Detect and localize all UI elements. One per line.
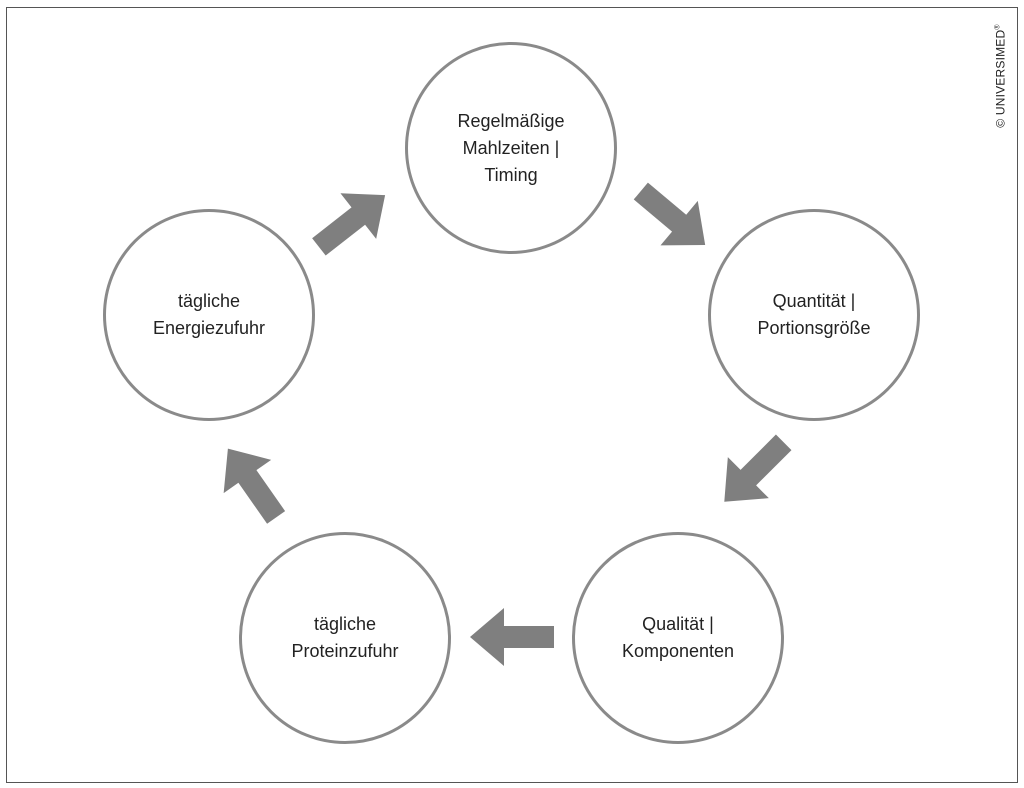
node-protein: tägliche Proteinzufuhr (239, 532, 451, 744)
node-label-energy: tägliche Energiezufuhr (153, 288, 265, 342)
node-label-line: tägliche (177, 291, 241, 311)
node-label-line: tägliche (313, 614, 377, 634)
node-label-regular-meals: Regelmäßige Mahlzeiten | Timing (457, 108, 564, 189)
node-label-line: Proteinzufuhr (291, 641, 399, 661)
node-label-line: Quantität | (772, 291, 856, 311)
figure-frame (6, 7, 1018, 783)
node-label-quality: Qualität | Komponenten (622, 611, 734, 665)
arrow-energy-to-regular-meals (312, 193, 386, 256)
node-quality: Qualität | Komponenten (572, 532, 784, 744)
arrow-protein-to-energy (223, 448, 286, 524)
node-quantity: Quantität | Portionsgröße (708, 209, 920, 421)
arrow-quality-to-protein (470, 608, 554, 666)
node-label-quantity: Quantität | Portionsgröße (757, 288, 870, 342)
node-label-line: Energiezufuhr (152, 318, 266, 338)
node-label-protein: tägliche Proteinzufuhr (291, 611, 398, 665)
node-label-line: Timing (484, 164, 538, 185)
node-label-line: Qualität | (642, 614, 714, 634)
arrow-regular-meals-to-quantity (633, 182, 706, 246)
node-label-line: Regelmäßige (457, 110, 565, 131)
node-energy: tägliche Energiezufuhr (103, 209, 315, 421)
node-label-line: Portionsgröße (757, 318, 871, 338)
arrow-quantity-to-quality (724, 434, 792, 502)
node-regular-meals: Regelmäßige Mahlzeiten | Timing (405, 42, 617, 254)
node-label-line: Mahlzeiten | (462, 137, 560, 158)
node-label-line: Komponenten (621, 641, 735, 661)
